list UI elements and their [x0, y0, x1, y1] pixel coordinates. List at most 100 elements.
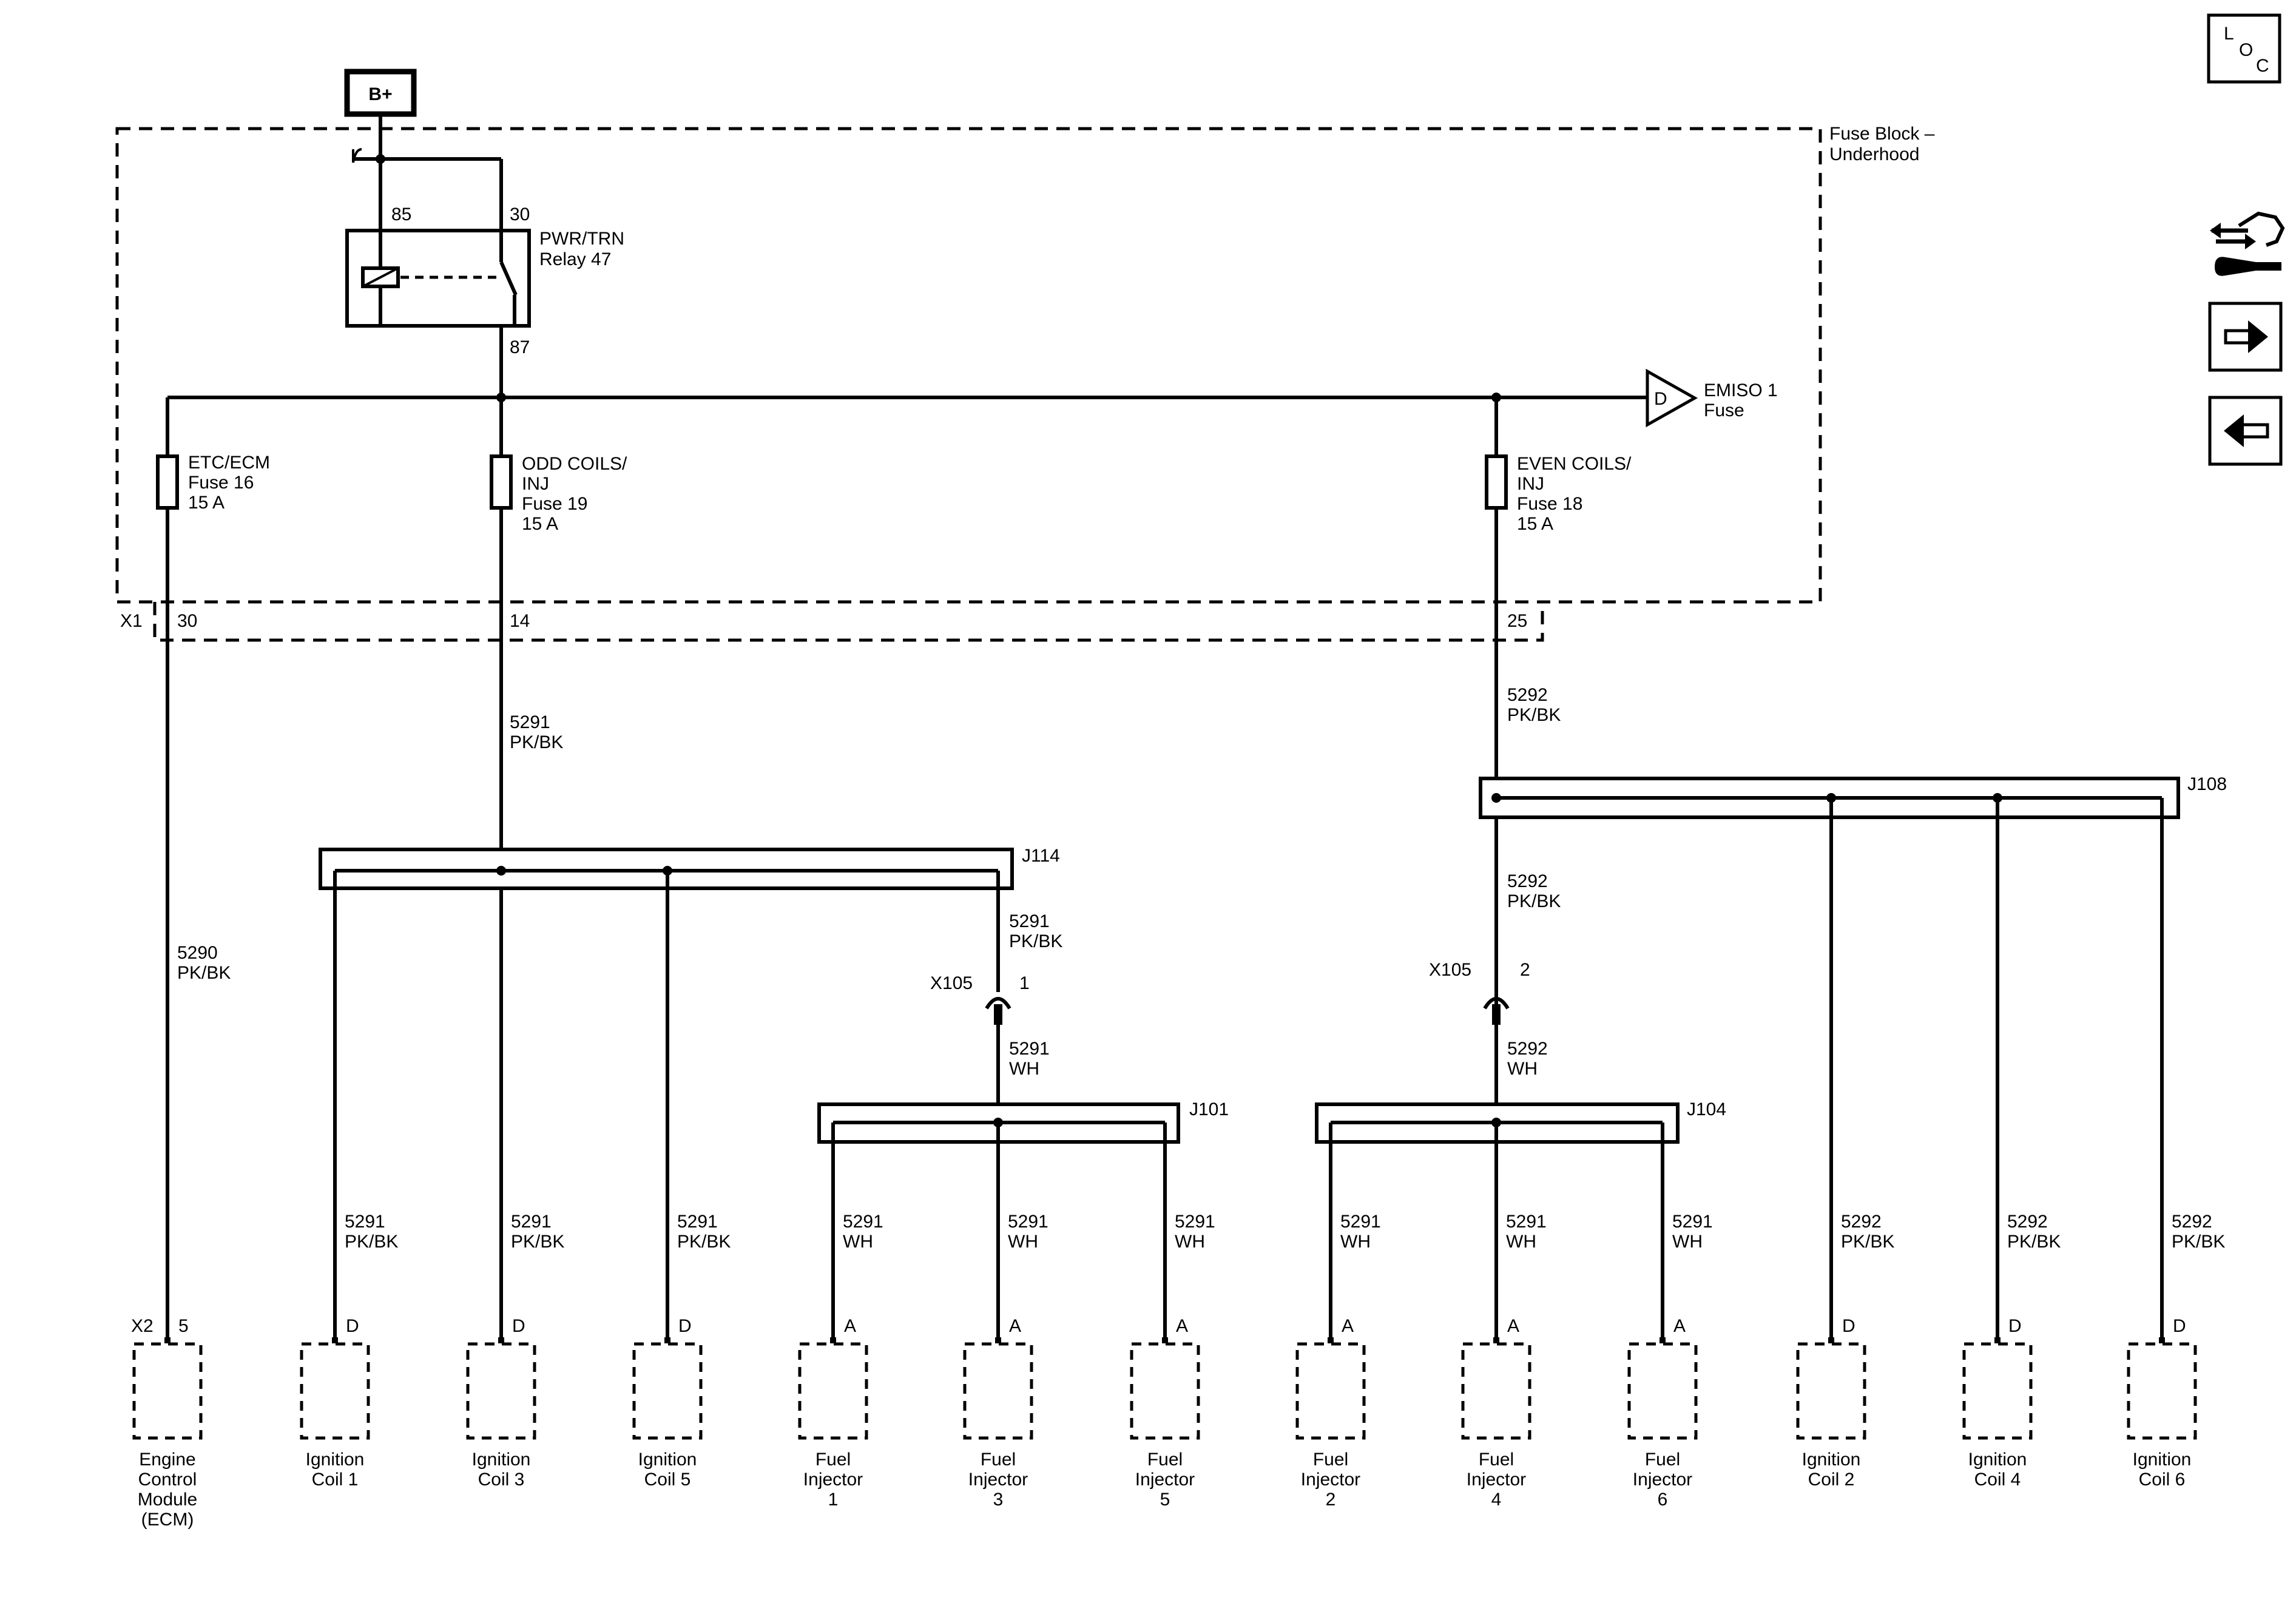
relay-pin-85: 85	[391, 204, 411, 224]
component-pin: D	[2008, 1316, 2022, 1336]
svg-text:ODD COILS/ INJ Fus: ODD COILS/ INJ Fuse 19 15 A	[522, 454, 632, 534]
splice-j101-label: J101	[1189, 1099, 1229, 1119]
fuse-18-even-coils: EVEN COILS/ INJ Fuse 18 15 A	[1485, 397, 1636, 1338]
svg-text:L: L	[2224, 24, 2234, 44]
component-pin: D	[2173, 1316, 2186, 1336]
component-pin: A	[1342, 1316, 1354, 1336]
component-pin: D	[512, 1316, 525, 1336]
pwr-trn-relay-47: 85 30 87 PWR/TRN Relay 47	[345, 148, 629, 397]
arrow-left-icon[interactable]	[2208, 396, 2283, 466]
emiso-fuse-reference: D EMISO 1 Fuse	[1646, 368, 1783, 428]
splice-j101: J101	[817, 1099, 1229, 1338]
svg-text:O: O	[2239, 40, 2253, 60]
x105-pin-1: 1	[1019, 973, 1030, 993]
splice-j108-label: J108	[2187, 774, 2227, 794]
x105-label-2: X105	[1429, 960, 1471, 980]
component-pin: A	[1009, 1316, 1021, 1336]
splice-j104-label: J104	[1687, 1099, 1726, 1119]
arrow-right-icon[interactable]	[2208, 302, 2283, 372]
emiso-label: EMISO 1 Fuse	[1704, 380, 1783, 420]
connector-x1-label: X1	[120, 611, 143, 631]
component-pin: 5	[178, 1316, 189, 1336]
loc-icon[interactable]: L O C	[2207, 13, 2281, 84]
fuse-block-label: Fuse Block – Underhood	[1829, 124, 1940, 164]
x105-label-1: X105	[930, 973, 973, 993]
battery-positive-source: B+	[344, 69, 417, 159]
svg-text:EVEN COILS/ INJ Fu: EVEN COILS/ INJ Fuse 18 15 A	[1517, 454, 1636, 534]
battery-positive-label: B+	[368, 84, 392, 104]
relay-pin-30: 30	[510, 204, 530, 224]
component-pin: A	[1176, 1316, 1188, 1336]
component-pin: A	[844, 1316, 856, 1336]
splice-j104: J104	[1315, 1099, 1726, 1338]
fuse-block-underhood: Fuse Block – Underhood	[115, 124, 1940, 642]
svg-text:C: C	[2256, 56, 2269, 76]
x1-pin-14: 14	[510, 611, 530, 631]
component-pin: A	[1673, 1316, 1686, 1336]
x1-pin-30: 30	[177, 611, 197, 631]
x105-pin-2: 2	[1520, 960, 1530, 980]
svg-text:ETC/ECM Fuse 16 15: ETC/ECM Fuse 16 15 A	[188, 453, 275, 513]
connector-x1: X1 30 14 25	[120, 611, 1527, 631]
splice-j114-label: J114	[1022, 846, 1060, 866]
component-pin: A	[1507, 1316, 1519, 1336]
component-pin: D	[678, 1316, 692, 1336]
emiso-letter: D	[1654, 389, 1667, 409]
x1-pin-25: 25	[1507, 611, 1527, 631]
component-pin: D	[346, 1316, 359, 1336]
component-pin: D	[1842, 1316, 1855, 1336]
connector-repair-icon[interactable]	[2210, 211, 2285, 276]
fuse-16-etc-ecm: ETC/ECM Fuse 16 15 A	[156, 453, 275, 513]
component-connector: X2	[131, 1316, 154, 1336]
relay-pin-87: 87	[510, 337, 530, 357]
relay-label: PWR/TRN Relay 47	[539, 229, 629, 269]
